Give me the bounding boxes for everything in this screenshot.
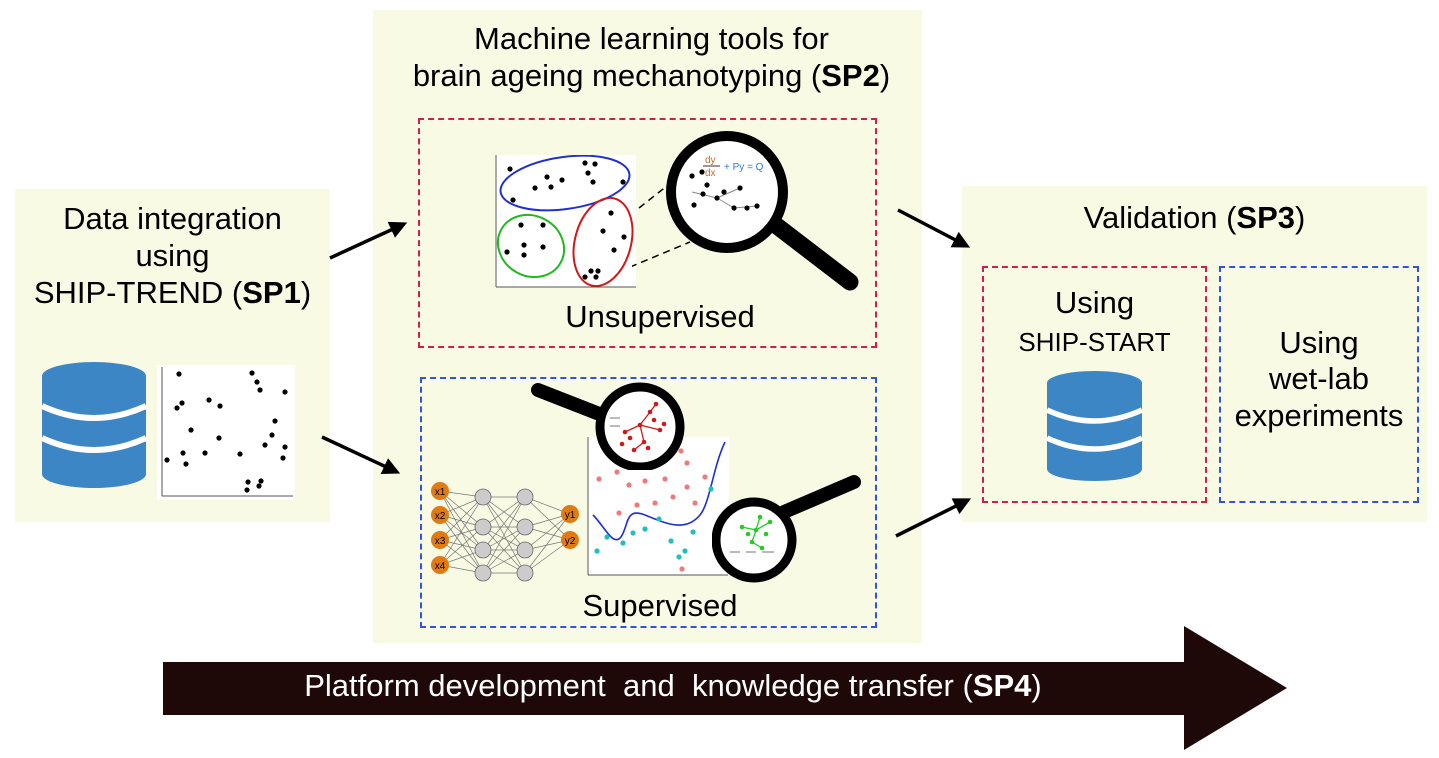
unsupervised-magnifier-icon: dy dx + Py = Q	[632, 131, 859, 291]
sp2-title: Machine learning tools for brain ageing …	[373, 20, 930, 94]
nn-input-x2: x2	[435, 511, 446, 522]
sp1-title-prefix: SHIP-TREND (	[33, 275, 243, 311]
supervised-label: Supervised	[582, 588, 738, 623]
unsupervised-box	[418, 118, 877, 348]
sp1-title-line1: Data integration	[63, 201, 282, 236]
nn-input-x1: x1	[435, 487, 446, 498]
sp4-arrow	[163, 626, 1287, 750]
ship-start-label: SHIP-START	[1018, 327, 1171, 357]
arrow-supervised-to-sp3	[895, 498, 972, 538]
sp1-database-icon	[40, 362, 148, 488]
sp2-title-suffix: )	[879, 58, 891, 94]
sp4-label-bold: SP4	[972, 668, 1032, 703]
unsupervised-label: Unsupervised	[565, 299, 755, 334]
supervised-top-magnifier-icon	[531, 382, 685, 470]
neural-network-icon: x1 x2 x3 x4 y1 y2	[431, 482, 579, 582]
sp3-label: SP3	[1236, 200, 1296, 235]
wet-lab-line2: wet-lab	[1269, 361, 1369, 397]
sp3-title-prefix: Validation (	[1083, 200, 1237, 235]
sp4-label-suffix: )	[1031, 668, 1042, 703]
sp1-label: SP1	[242, 275, 301, 311]
sp1-title-line3: SHIP-TREND (SP1)	[15, 274, 330, 311]
sp2-label: SP2	[821, 58, 880, 94]
sp4-label-prefix: Platform development and knowledge trans…	[304, 668, 973, 703]
sp2-title-line2: brain ageing mechanotyping (SP2)	[373, 57, 930, 94]
supervised-box	[420, 377, 877, 628]
nn-output-y2: y2	[565, 536, 576, 547]
sp4-label: Platform development and knowledge trans…	[163, 667, 1183, 704]
sp3-panel	[962, 186, 1427, 522]
nn-input-x4: x4	[435, 561, 446, 572]
supervised-right-magnifier-icon	[712, 475, 861, 583]
equation-rest: + Py = Q	[724, 162, 764, 173]
equation-dx: dx	[705, 168, 716, 179]
arrow-sp1-to-unsupervised	[329, 221, 408, 260]
cluster-scatter-plot-icon	[495, 155, 636, 288]
sp1-title-line2: using	[135, 238, 210, 274]
sp1-scatter-plot-icon	[157, 365, 295, 500]
ship-start-using: Using	[1054, 285, 1135, 320]
sp2-title-prefix: brain ageing mechanotyping (	[412, 58, 822, 94]
ship-start-database-icon	[1045, 371, 1144, 481]
sp1-title: Data integration using SHIP-TREND (SP1)	[15, 200, 330, 312]
sp3-title-suffix: )	[1295, 200, 1306, 235]
nn-output-y1: y1	[565, 510, 576, 521]
arrow-sp1-to-supervised	[321, 435, 401, 475]
equation-dy: dy	[705, 155, 716, 166]
nn-input-x3: x3	[435, 536, 446, 547]
sp3-title: Validation (SP3)	[962, 199, 1427, 236]
sp2-title-line1: Machine learning tools for	[474, 21, 829, 56]
sp1-title-suffix: )	[300, 275, 312, 311]
arrow-unsupervised-to-sp3	[897, 208, 971, 248]
wet-lab-line1: Using	[1279, 325, 1359, 360]
wet-lab-line3: experiments	[1234, 397, 1404, 433]
wet-lab-box	[1219, 266, 1419, 503]
ship-start-box	[982, 266, 1207, 503]
wet-lab-text: Using wet-lab experiments	[1219, 325, 1419, 434]
